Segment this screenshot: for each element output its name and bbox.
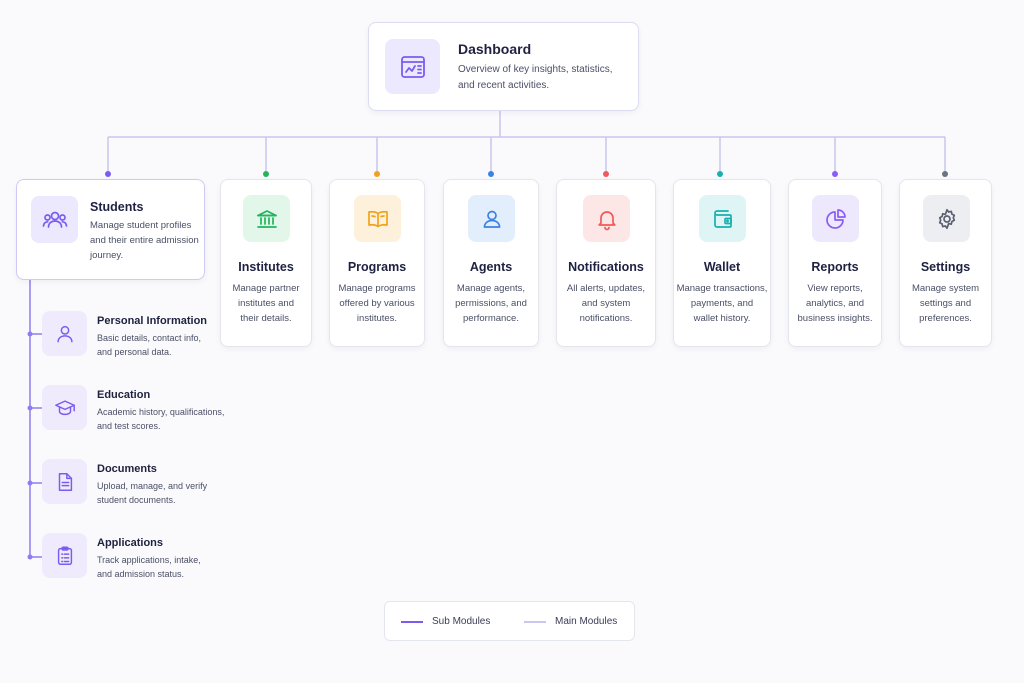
sub-module-desc: Basic details, contact info, and persona… [97, 333, 202, 357]
module-title: Institutes [238, 260, 294, 274]
book-icon [354, 195, 401, 242]
connector-dot [374, 171, 380, 177]
module-desc: All alerts, updates, and system notifica… [566, 283, 646, 324]
sub-module-desc: Upload, manage, and verify student docum… [97, 481, 208, 505]
dashboard-card[interactable]: Dashboard Overview of key insights, stat… [368, 22, 639, 111]
sub-module-title: Education [97, 389, 151, 401]
module-card-programs[interactable]: Programs Manage programs offered by vari… [329, 179, 425, 347]
sub-module-applications[interactable]: Applications Track applications, intake,… [42, 533, 232, 583]
wallet-icon [699, 195, 746, 242]
connector-dot [832, 171, 838, 177]
dashboard-desc: Overview of key insights, statistics, an… [458, 64, 613, 91]
sub-module-documents[interactable]: Documents Upload, manage, and verify stu… [42, 459, 232, 509]
module-title: Wallet [703, 260, 741, 274]
connector-dot [603, 171, 609, 177]
module-title: Reports [811, 260, 859, 274]
module-title: Settings [920, 260, 971, 274]
users-icon [31, 196, 78, 243]
sub-module-education[interactable]: Education Academic history, qualificatio… [42, 385, 232, 435]
module-desc: Manage programs offered by various insti… [338, 283, 416, 324]
institution-icon [243, 195, 290, 242]
sub-module-desc: Academic history, qualifications, and te… [97, 407, 225, 431]
module-title: Notifications [568, 260, 644, 274]
module-card-notifications[interactable]: Notifications All alerts, updates, and s… [556, 179, 656, 347]
module-desc: Manage system settings and preferences. [911, 283, 980, 324]
students-desc: Manage student profiles and their entire… [90, 220, 199, 261]
dashboard-title: Dashboard [458, 41, 532, 57]
module-title: Programs [347, 260, 407, 274]
sub-module-desc: Track applications, intake, and admissio… [97, 555, 201, 579]
students-title: Students [90, 200, 144, 214]
module-card-institutes[interactable]: Institutes Manage partner institutes and… [220, 179, 312, 347]
module-desc: Manage partner institutes and their deta… [232, 283, 300, 324]
module-title: Agents [469, 260, 513, 274]
legend-main-label: Main Modules [555, 616, 618, 627]
legend: Sub Modules Main Modules [384, 601, 635, 641]
sub-module-title: Personal Information [97, 315, 208, 327]
module-desc: Manage transactions, payments, and walle… [676, 283, 768, 324]
graduation-cap-icon [42, 385, 87, 430]
legend-sub-swatch [401, 621, 423, 623]
module-card-settings[interactable]: Settings Manage system settings and pref… [899, 179, 992, 347]
module-desc: View reports, analytics, and business in… [797, 283, 873, 324]
students-card[interactable]: Students Manage student profiles and the… [16, 179, 205, 280]
module-card-wallet[interactable]: Wallet Manage transactions, payments, an… [673, 179, 771, 347]
module-card-reports[interactable]: Reports View reports, analytics, and bus… [788, 179, 882, 347]
user-icon [468, 195, 515, 242]
connector-dot [942, 171, 948, 177]
bell-icon [583, 195, 630, 242]
connector-dot [488, 171, 494, 177]
gear-icon [923, 195, 970, 242]
connector-dot [105, 171, 111, 177]
sub-module-personal-information[interactable]: Personal Information Basic details, cont… [42, 311, 232, 361]
clipboard-icon [42, 533, 87, 578]
dashboard-icon [385, 39, 440, 94]
connector-dot [263, 171, 269, 177]
legend-sub-label: Sub Modules [432, 616, 491, 627]
user-icon [42, 311, 87, 356]
connector-dot [717, 171, 723, 177]
document-icon [42, 459, 87, 504]
module-card-agents[interactable]: Agents Manage agents, permissions, and p… [443, 179, 539, 347]
sub-module-title: Applications [97, 537, 164, 549]
pie-chart-icon [812, 195, 859, 242]
module-desc: Manage agents, permissions, and performa… [455, 283, 527, 324]
sub-module-title: Documents [97, 463, 157, 475]
legend-main-swatch [524, 621, 546, 623]
